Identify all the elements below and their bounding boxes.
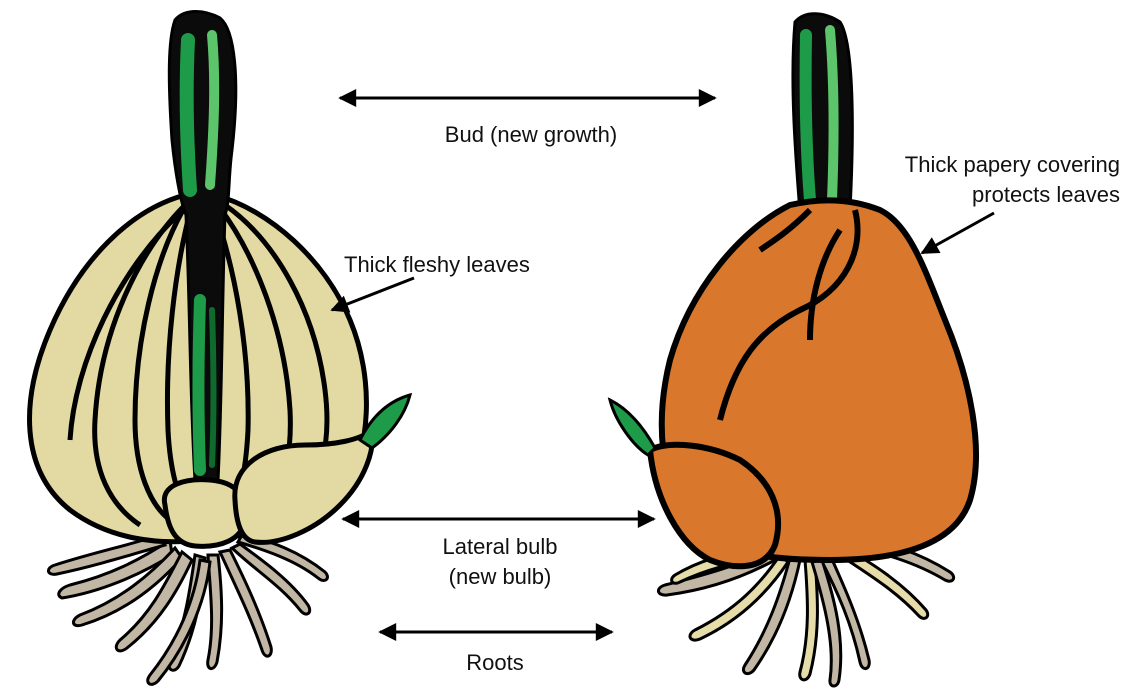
single-arrow-icon [332, 278, 414, 310]
cutaway-bulb [30, 12, 410, 685]
papery-covering-label-line1: Thick papery covering [840, 150, 1120, 180]
fleshy-leaves-label: Thick fleshy leaves [344, 250, 530, 280]
bud-label: Bud (new growth) [401, 120, 661, 150]
roots-label: Roots [440, 648, 550, 678]
papery-covering-label: Thick papery covering protects leaves [840, 150, 1120, 210]
roots-left [48, 535, 327, 684]
lateral-bulb-label: Lateral bulb (new bulb) [400, 532, 600, 592]
lateral-bulb-label-line1: Lateral bulb [400, 532, 600, 562]
whole-bulb [610, 14, 976, 686]
papery-covering-label-line2: protects leaves [840, 180, 1120, 210]
single-arrow-icon [922, 213, 994, 253]
lateral-bulb-label-line2: (new bulb) [400, 562, 600, 592]
